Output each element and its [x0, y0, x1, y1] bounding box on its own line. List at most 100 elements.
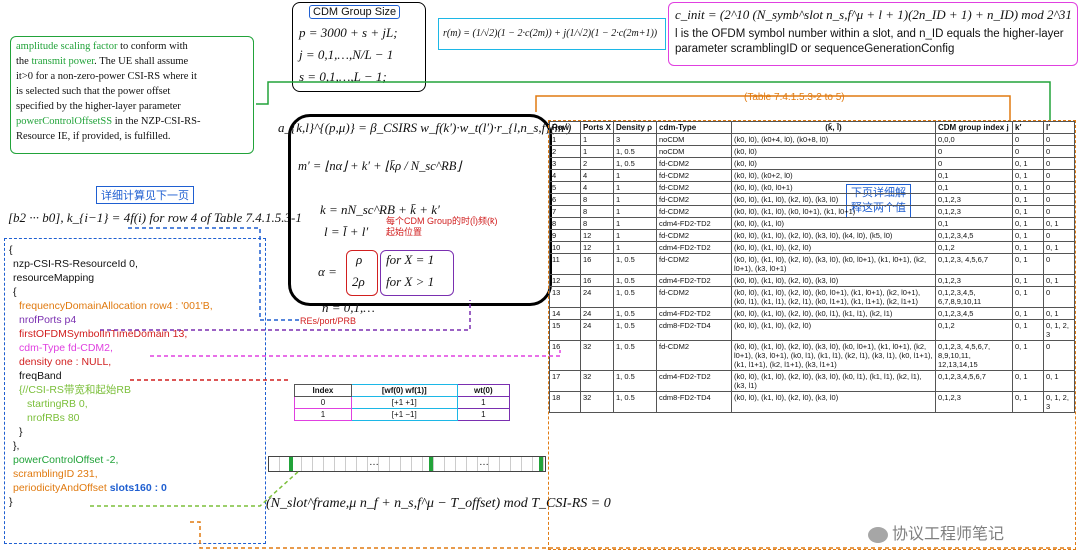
- table-cell: 0, 1: [1012, 253, 1044, 275]
- col-cdm-group: CDM group index j: [935, 121, 1013, 134]
- sequence-formula: r(m) = (1/√2)(1 − 2·c(2m)) + j(1/√2)(1 −…: [443, 28, 658, 39]
- s-equation: s = 0,1,…,L − 1;: [299, 69, 387, 84]
- table-cell: fd-CDM2: [656, 205, 732, 218]
- orthogonal-cover-table: Index [wf(0) wf(1)] wt(0) 0 [+1 +1] 1 1 …: [294, 384, 511, 421]
- table-cell: 32: [580, 391, 614, 413]
- table-cell: cdm8-FD2-TD4: [656, 391, 732, 413]
- for-x-box: [380, 250, 454, 296]
- table-cell: 0,1,2,3: [935, 391, 1013, 413]
- wtable-header-index: Index: [294, 384, 352, 397]
- table-cell: 4: [580, 181, 614, 194]
- watermark: 协议工程师笔记: [868, 520, 1004, 544]
- l-equation: l = l̄ + l′: [324, 224, 369, 239]
- table-cell: (k0, l0), (k1, l0), (k2, l0): [731, 319, 936, 341]
- table-cell: 0, 1: [1012, 205, 1044, 218]
- table-cell: noCDM: [656, 133, 732, 146]
- table-cell: 0,1: [935, 217, 1013, 230]
- alpha-cases-box: [346, 250, 378, 296]
- table-cell: fd-CDM2: [656, 286, 732, 308]
- note-term-amplitude: amplitude scaling factor: [16, 41, 118, 52]
- cdm-start-note-line2: 起始位置: [386, 227, 423, 237]
- table-cell: 0, 1: [1012, 157, 1044, 170]
- table-cell: fd-CDM2: [656, 157, 732, 170]
- table-cell: (k0, l0), (k1, l0), (k0, l0+1), (k1, l0+…: [731, 205, 936, 218]
- table-cell: (k0, l0), (k1, l0), (k2, l0): [731, 241, 936, 254]
- table-cell: 0, 1: [1043, 307, 1075, 320]
- config-line: }: [9, 496, 13, 508]
- table-cell: cdm4-FD2-TD2: [656, 274, 732, 287]
- config-periodicity: periodicityAndOffset: [13, 482, 110, 494]
- wtable-cell: 1: [456, 396, 511, 409]
- table-cell: 0,1,2: [935, 319, 1013, 341]
- table-cell: 0, 1, 2, 3: [1043, 319, 1075, 341]
- table-cell: 0, 1, 2, 3: [1043, 391, 1075, 413]
- slot-strip: … …: [268, 456, 546, 472]
- col-kprime: k′: [1012, 121, 1044, 134]
- table-cell: 1, 0.5: [613, 157, 657, 170]
- table-cell: 0,1,2,3, 4,5,6,7, 8,9,10,11, 12,13,14,15: [935, 340, 1013, 371]
- col-ports: Ports X: [580, 121, 614, 134]
- bitmap-formula: [b2 ··· b0], k_{i−1} = 4f(i) for row 4 o…: [8, 210, 302, 225]
- table-cell: 1: [613, 169, 657, 182]
- table-cell: 1, 0.5: [613, 274, 657, 287]
- table-cell: (k0, l0): [731, 145, 936, 158]
- table-cell: 1: [580, 145, 614, 158]
- table-cell: 0, 1: [1012, 229, 1044, 242]
- table-cell: 10: [549, 241, 581, 254]
- wechat-icon: [868, 526, 888, 543]
- note-text: Resource IE, if provided, is fulfilled.: [16, 131, 171, 142]
- table-cell: (k0, l0), (k1, l0): [731, 217, 936, 230]
- config-line: }: [19, 426, 23, 438]
- table-cell: fd-CDM2: [656, 181, 732, 194]
- table-cell: 16: [580, 274, 614, 287]
- table-cell: cdm4-FD2-TD2: [656, 241, 732, 254]
- cdm-group-size-label: CDM Group Size: [309, 5, 401, 19]
- note-text: it>0 for a non-zero-power CSI-RS where i…: [16, 71, 197, 82]
- table-cell: 5: [549, 181, 581, 194]
- table-cell: (k0, l0), (k1, l0), (k2, l0), (k3, l0), …: [731, 340, 936, 371]
- table-cell: (k0, l0), (k1, l0), (k2, l0), (k0, l1), …: [731, 307, 936, 320]
- table-cell: 17: [549, 370, 581, 392]
- slot-dots-2: …: [479, 457, 489, 468]
- table-reference: (Table 7.4.1.5.3-2 to 5): [744, 92, 845, 103]
- table-cell: 0: [1043, 229, 1075, 242]
- table-cell: (k0, l0): [731, 157, 936, 170]
- n-equation: n = 0,1,…: [322, 300, 375, 315]
- table-cell: 0, 1: [1043, 370, 1075, 392]
- config-scrambling-id: scramblingID 231,: [13, 468, 98, 480]
- table-cell: 0, 1: [1012, 169, 1044, 182]
- table-cell: cdm8-FD2-TD4: [656, 319, 732, 341]
- table-cell: 0, 1: [1012, 391, 1044, 413]
- note-term-power: transmit power: [31, 56, 95, 67]
- table-cell: 0,1,2,3, 4,5,6,7: [935, 253, 1013, 275]
- table-cell: 0,1,2,3: [935, 193, 1013, 206]
- slot-formula: (N_slot^frame,μ n_f + n_s,f^μ − T_offset…: [266, 496, 611, 511]
- table-cell: 1, 0.5: [613, 370, 657, 392]
- table-cell: 1: [613, 181, 657, 194]
- table-cell: 1: [613, 229, 657, 242]
- m-equation: m′ = ⌊nα⌋ + k′ + ⌊k̄ρ / N_sc^RB⌋: [298, 159, 462, 173]
- cinit-formula: c_init = (2^10 (N_symb^slot n_s,f^μ + l …: [675, 7, 1072, 22]
- cdm-start-note-line1: 每个CDM Group的时(l̄)频(k̄): [386, 216, 498, 226]
- table-cell: 1: [613, 241, 657, 254]
- table-cell: 3: [549, 157, 581, 170]
- table-cell: 0: [1043, 286, 1075, 308]
- table-cell: 0,0,0: [935, 133, 1013, 146]
- table-cell: (k0, l0), (k1, l0), (k2, l0), (k3, l0), …: [731, 370, 936, 392]
- table-cell: 8: [580, 193, 614, 206]
- table-cell: 8: [549, 217, 581, 230]
- table-cell: 0,1,2,3: [935, 205, 1013, 218]
- alpha-case-b: 2ρ: [352, 274, 365, 289]
- table-cell: 0, 1: [1012, 274, 1044, 287]
- for-x2: for X > 1: [386, 274, 435, 289]
- table-cell: 9: [549, 229, 581, 242]
- table-cell: 0,1,2,3,4,5: [935, 307, 1013, 320]
- table-cell: 32: [580, 370, 614, 392]
- table-cell: (k0, l0), (k1, l0), (k2, l0), (k3, l0), …: [731, 229, 936, 242]
